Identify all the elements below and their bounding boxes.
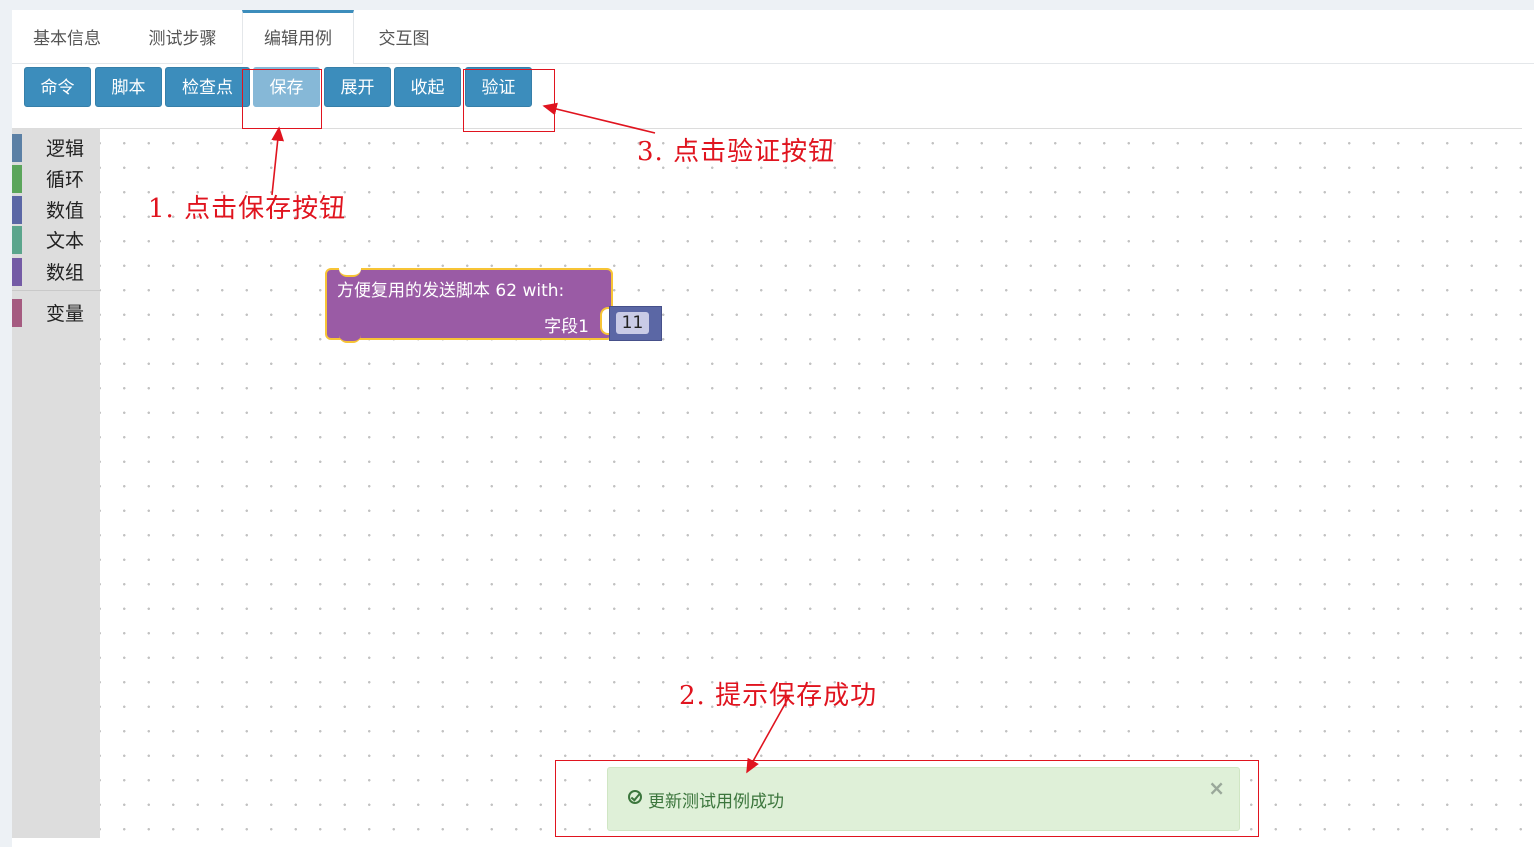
procedure-call-block[interactable]: 方便复用的发送脚本 62 with: 字段1 xyxy=(325,267,613,343)
alert-message: 更新测试用例成功 xyxy=(648,792,784,812)
category-color-swatch xyxy=(12,258,22,286)
toolbox-separator xyxy=(12,290,100,291)
save-button[interactable]: 保存 xyxy=(253,67,320,107)
category-color-swatch xyxy=(12,299,22,327)
toolbox-category-loops[interactable]: 循环 xyxy=(12,165,100,193)
number-value-field[interactable]: 11 xyxy=(616,312,649,334)
command-button[interactable]: 命令 xyxy=(24,67,91,107)
category-label: 数值 xyxy=(46,200,85,222)
annotation-step1: 1. 点击保存按钮 xyxy=(148,194,347,224)
toolbox-category-math[interactable]: 数值 xyxy=(12,196,100,224)
category-color-swatch xyxy=(12,226,22,254)
block-title: 方便复用的发送脚本 62 with: xyxy=(337,281,565,301)
verify-button[interactable]: 验证 xyxy=(465,67,532,107)
expand-button[interactable]: 展开 xyxy=(324,67,391,107)
collapse-button[interactable]: 收起 xyxy=(394,67,461,107)
category-label: 循环 xyxy=(46,169,85,191)
tab-edit-case[interactable]: 编辑用例 xyxy=(242,10,354,64)
block-field-label: 字段1 xyxy=(544,317,589,337)
category-label: 逻辑 xyxy=(46,138,85,160)
annotation-step3: 3. 点击验证按钮 xyxy=(637,137,836,167)
tab-test-steps[interactable]: 测试步骤 xyxy=(148,29,217,49)
script-button[interactable]: 脚本 xyxy=(95,67,162,107)
blockly-workspace[interactable]: 逻辑 循环 数值 文本 数组 变量 方便复用的发送脚本 62 with: 字段1 xyxy=(12,128,1522,838)
category-label: 文本 xyxy=(46,230,85,252)
check-circle-icon xyxy=(628,790,642,804)
category-label: 变量 xyxy=(46,303,85,325)
tab-basic-info[interactable]: 基本信息 xyxy=(33,29,101,49)
number-block[interactable]: 11 xyxy=(609,306,662,341)
category-color-swatch xyxy=(12,165,22,193)
block-next-connection xyxy=(339,334,361,343)
blockly-toolbox: 逻辑 循环 数值 文本 数组 变量 xyxy=(12,129,100,838)
toolbox-category-variables[interactable]: 变量 xyxy=(12,299,100,327)
checkpoint-button[interactable]: 检查点 xyxy=(165,67,250,107)
annotation-step2: 2. 提示保存成功 xyxy=(679,681,878,711)
block-previous-connection xyxy=(339,267,361,277)
toolbox-category-logic[interactable]: 逻辑 xyxy=(12,134,100,162)
tab-bar: 基本信息 测试步骤 编辑用例 交互图 xyxy=(12,10,1534,64)
category-color-swatch xyxy=(12,134,22,162)
category-color-swatch xyxy=(12,196,22,224)
close-icon[interactable]: × xyxy=(1208,776,1225,800)
toolbox-category-text[interactable]: 文本 xyxy=(12,226,100,254)
tab-interaction-diagram[interactable]: 交互图 xyxy=(378,29,430,49)
toolbox-category-lists[interactable]: 数组 xyxy=(12,258,100,286)
category-label: 数组 xyxy=(46,262,85,284)
success-alert: 更新测试用例成功 × xyxy=(607,767,1240,831)
annotation-box-alert xyxy=(555,760,1259,837)
annotation-box-save xyxy=(242,69,322,129)
annotation-box-verify xyxy=(463,69,555,132)
